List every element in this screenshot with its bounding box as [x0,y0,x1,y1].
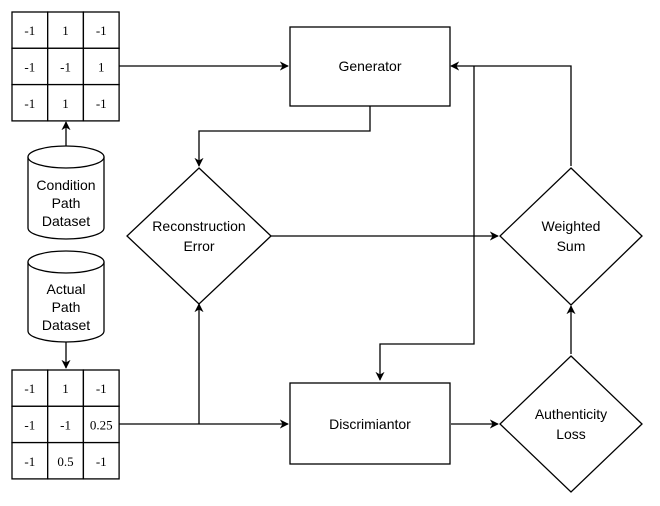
matrix-cell-value: 0.5 [57,454,73,469]
matrix-cell-value: 1 [98,59,105,74]
matrix-cell [82,369,120,407]
reconstruction-error-node: Reconstruction Error [126,167,272,305]
matrix-cell-value: -1 [96,454,107,469]
generator-node: Generator [289,26,451,107]
matrix-cell-value: -1 [24,454,35,469]
weighted-sum-label-line-2: Sum [557,238,586,254]
matrix-cell [47,369,85,407]
matrix-cell-value: 1 [62,23,69,38]
matrix-cell [11,47,49,86]
actual-dataset-label-line-2: Path [52,299,81,315]
condition-dataset-label-line-1: Condition [36,177,95,193]
matrix-cell-value: -1 [96,381,107,396]
discriminator-node: Discrimiantor [289,382,451,465]
connections [61,61,576,429]
matrix-cell-value: -1 [60,59,71,74]
matrix-cell-value: 1 [62,96,69,111]
authenticity-loss-node: Authenticity Loss [499,355,643,493]
authenticity-loss-label-line-2: Loss [556,426,586,442]
matrix-cell [47,441,85,480]
edge-generator-to-reconstruction [194,106,371,167]
matrix-cell [82,405,120,444]
condition-path-matrix: -1 1 -1 -1 -1 1 -1 1 -1 [11,11,120,122]
matrix-cell [11,441,49,480]
matrix-cell-value: -1 [96,23,107,38]
actual-dataset-label-line-3: Dataset [42,317,90,333]
matrix-cell-value: -1 [24,381,35,396]
matrix-cell [82,441,120,480]
condition-dataset-label-line-2: Path [52,195,81,211]
matrix-cell [11,405,49,444]
condition-path-dataset: Condition Path Dataset [27,145,105,240]
edge-generator-to-discriminator [375,66,475,381]
weighted-sum-node: Weighted Sum [499,167,643,306]
authenticity-loss-label-line-1: Authenticity [535,406,607,422]
matrix-cell-value: 0.25 [90,417,113,432]
discriminator-label: Discrimiantor [329,416,411,432]
matrix-cell-value: -1 [96,96,107,111]
reconstruction-error-label-line-2: Error [183,238,214,254]
matrix-cell [82,47,120,86]
matrix-cell [47,47,85,86]
condition-dataset-label-line-3: Dataset [42,213,90,229]
matrix-cell-value: -1 [24,417,35,432]
matrix-cell [47,11,85,49]
matrix-cell-value: 1 [62,381,69,396]
generator-label: Generator [338,58,401,74]
matrix-cell [11,11,49,49]
actual-path-dataset: Actual Path Dataset [27,250,105,343]
matrix-cell-value: -1 [24,59,35,74]
matrix-cell [11,83,49,122]
actual-path-matrix: -1 1 -1 -1 -1 0.25 -1 0.5 -1 [11,369,120,480]
weighted-sum-label-line-1: Weighted [542,218,601,234]
matrix-cell-value: -1 [60,417,71,432]
edge-weighted-sum-to-generator [450,61,572,166]
matrix-cell-value: -1 [24,96,35,111]
matrix-cell [47,405,85,444]
matrix-cell-value: -1 [24,23,35,38]
reconstruction-error-label-line-1: Reconstruction [152,218,245,234]
matrix-cell [82,11,120,49]
actual-dataset-label-line-1: Actual [47,281,86,297]
matrix-cell [82,83,120,122]
